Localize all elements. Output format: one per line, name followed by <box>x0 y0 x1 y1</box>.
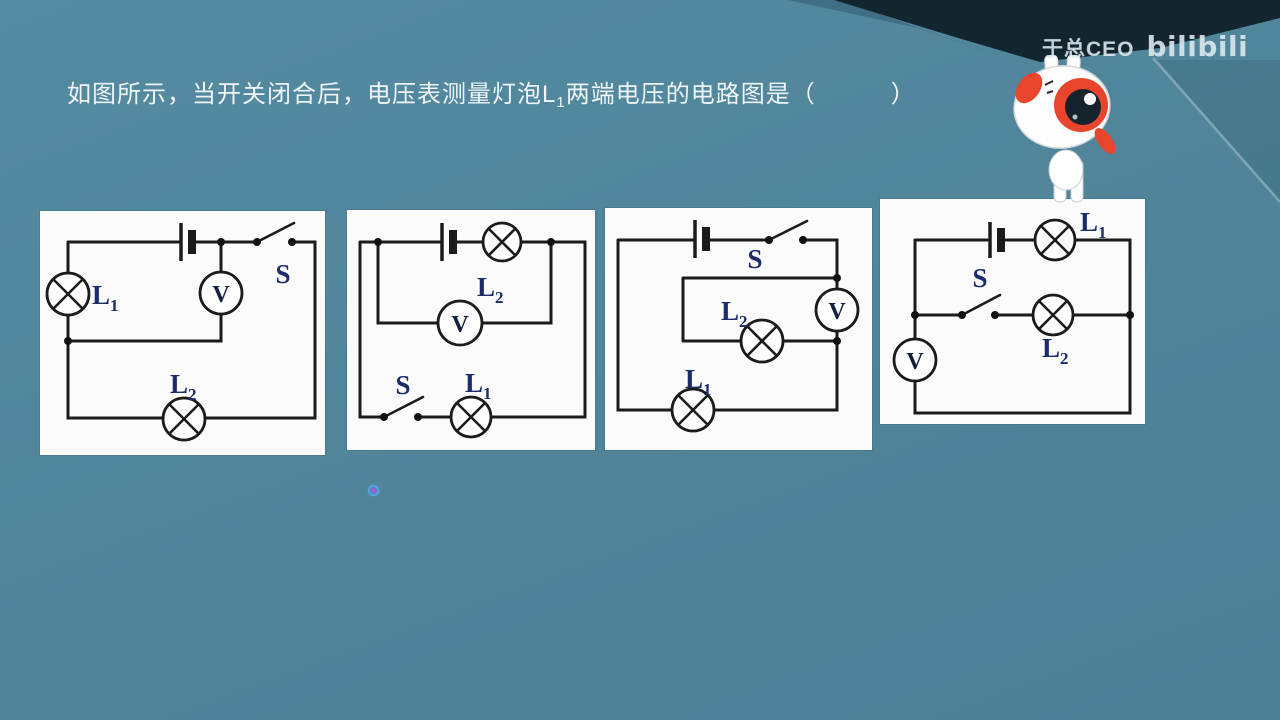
svg-text:V: V <box>451 312 469 338</box>
question-suffix: 两端电压的电路图是（ ） <box>565 81 916 108</box>
svg-text:V: V <box>828 299 846 325</box>
question-subscript: 1 <box>556 94 566 111</box>
junction-dot <box>1126 311 1134 319</box>
battery-icon <box>440 223 457 261</box>
lamp-l2-label: L2 <box>477 272 504 307</box>
lamp-l1-label: L1 <box>685 364 712 399</box>
dark-wedge <box>834 0 1280 62</box>
lamp-l1-icon <box>670 387 716 433</box>
mascot-body <box>1048 149 1084 191</box>
crease-line <box>1152 57 1280 203</box>
junction-dot <box>911 311 919 319</box>
lamp-l1-label: L1 <box>465 368 492 403</box>
question-prefix: 如图所示，当开关闭合后，电压表测量灯泡L <box>67 81 557 108</box>
switch-label: S <box>395 370 410 400</box>
circuit-diagram-b: V L2 S L1 <box>347 210 595 450</box>
junction-dot <box>64 337 72 345</box>
mascot-red-patch <box>1015 72 1043 104</box>
circuit-diagram-a: V L1 S L2 <box>40 211 325 455</box>
voltmeter-icon: V <box>436 299 484 347</box>
junction-dot <box>833 337 841 345</box>
circuit-diagram-c: V S L2 L1 <box>605 208 872 450</box>
mascot-character <box>1013 55 1116 203</box>
lamp-l1-icon <box>449 395 493 439</box>
voltmeter-icon: V <box>814 287 860 333</box>
battery-icon <box>988 222 1005 258</box>
battery-icon <box>179 223 196 261</box>
mascot-eye-pupil <box>1065 89 1101 125</box>
lamp-l2-label: L2 <box>170 369 197 404</box>
lamp-l1-icon <box>1033 218 1077 262</box>
wire-loop <box>913 238 1132 415</box>
lamp-l1-icon <box>45 271 91 317</box>
switch-label: S <box>972 263 987 293</box>
lamp-l1-label: L1 <box>92 280 119 315</box>
lamp-l2-label: L2 <box>1042 333 1069 368</box>
switch-label: S <box>747 244 762 274</box>
junction-dot <box>833 274 841 282</box>
junction-dot <box>547 238 555 246</box>
watermark: 于总CEO bilibili <box>1042 30 1248 63</box>
crease-shade <box>1157 60 1280 200</box>
circuit-diagram-d: V L1 S L2 <box>880 199 1145 424</box>
bilibili-logo: bilibili <box>1146 30 1249 63</box>
junction-dot <box>374 238 382 246</box>
svg-text:V: V <box>906 349 924 375</box>
lamp-l1-label: L1 <box>1080 207 1107 242</box>
switch-label: S <box>275 259 290 289</box>
junction-dot <box>217 238 225 246</box>
question-text: 如图所示，当开关闭合后，电压表测量灯泡L1两端电压的电路图是（ ） <box>67 74 916 111</box>
switch-icon <box>958 293 1002 319</box>
pointer-dot <box>367 484 380 497</box>
mascot-eye-glint <box>1072 114 1078 120</box>
mascot-mouth <box>1094 128 1116 154</box>
voltmeter-icon: V <box>198 270 244 316</box>
watermark-author: 于总CEO <box>1042 38 1135 61</box>
lamp-l2-icon <box>739 318 785 364</box>
mascot-eyebrow <box>1044 80 1054 94</box>
lamp-l2-label: L2 <box>721 296 748 331</box>
wire-loop <box>616 238 839 412</box>
voltmeter-icon: V <box>892 337 938 383</box>
mascot-eye-highlight <box>1084 93 1096 105</box>
svg-text:V: V <box>212 282 230 308</box>
voltmeter-branch-wire <box>66 240 223 343</box>
battery-icon <box>693 220 710 258</box>
lamp-l2-icon <box>481 221 523 263</box>
lamp-l2-icon <box>1031 293 1075 337</box>
switch-icon <box>765 219 809 244</box>
switch-icon <box>253 221 296 246</box>
switch-icon <box>380 395 425 421</box>
lamp-l2-icon <box>161 396 207 442</box>
